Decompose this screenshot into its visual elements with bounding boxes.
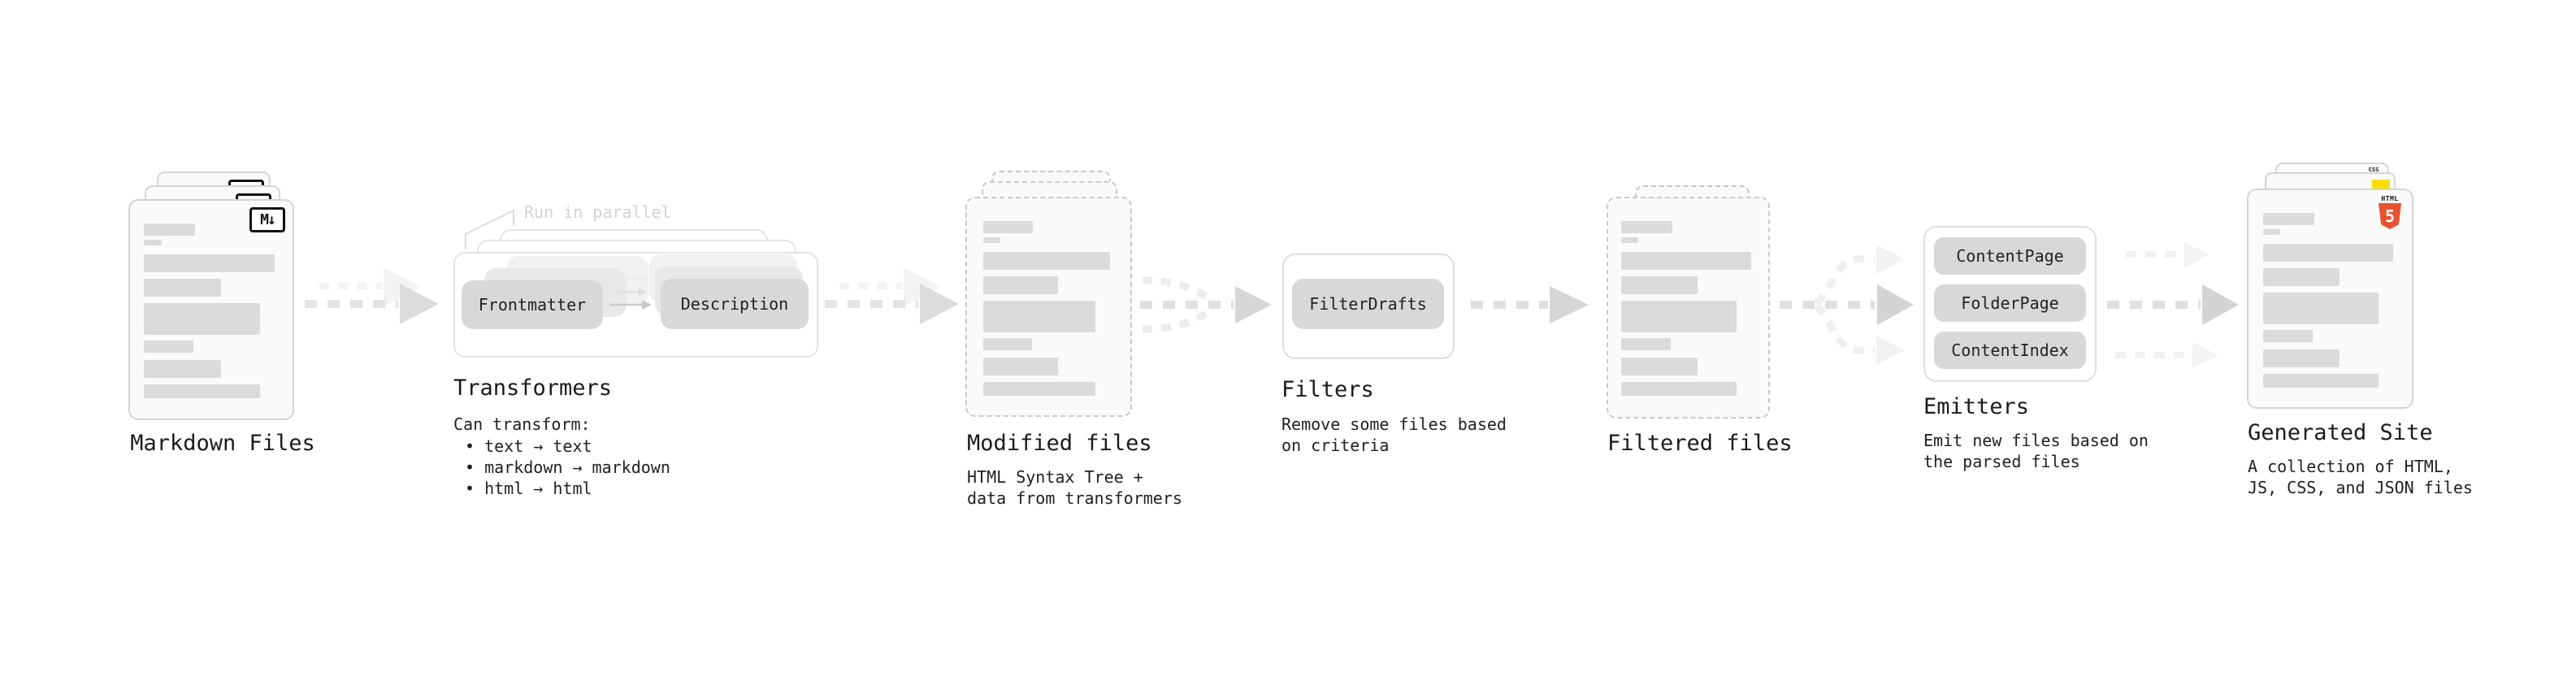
skeleton-bar: [983, 221, 1034, 233]
skeleton-bar: [144, 240, 162, 245]
skeleton-bar: [983, 276, 1058, 294]
description-line: JS, CSS, and JSON files: [2248, 478, 2473, 497]
skeleton-bar: [1621, 382, 1737, 396]
arrow-filters-to-filtered: [1471, 286, 1589, 323]
description-node: Description: [661, 279, 809, 329]
arrows-emitters-to-generated: [2107, 242, 2239, 368]
skeleton-bar: [1621, 237, 1639, 243]
skeleton-bar: [1621, 358, 1698, 375]
skeleton-bar: [144, 223, 196, 236]
skeleton-bar: [2263, 293, 2379, 324]
filters-description: Remove some files based on criteria: [1281, 414, 1507, 456]
skeleton-bar: [2263, 244, 2394, 262]
contentpage-node: ContentPage: [1934, 237, 2086, 275]
run-in-parallel-annotation: Run in parallel: [524, 202, 671, 222]
skeleton-bar: [144, 384, 260, 398]
description-line: Remove some files based: [1281, 414, 1507, 434]
stage-label-transformers: Transformers: [453, 375, 613, 401]
stage-label-filters: Filters: [1281, 377, 1374, 402]
stage-label-modified-files: Modified files: [967, 431, 1152, 456]
skeleton-bar: [144, 340, 194, 353]
stage-label-markdown-files: Markdown Files: [130, 431, 315, 456]
html5-icon-number: 5: [2384, 206, 2396, 226]
markdown-file-card-front: M↓: [128, 199, 294, 420]
filtered-file-card-front: [1607, 197, 1770, 419]
description-line: HTML Syntax Tree +: [967, 467, 1143, 487]
skeleton-bar: [2263, 229, 2281, 235]
arrow-transformers-to-modified: [825, 267, 959, 324]
stage-label-emitters: Emitters: [1923, 394, 2030, 419]
bullet-line: • html → html: [465, 479, 592, 498]
parallel-transform-arrows: [609, 275, 652, 310]
skeleton-bar: [144, 254, 275, 272]
description-line: Emit new files based on: [1923, 431, 2149, 450]
description-line: data from transformers: [967, 488, 1182, 508]
skeleton-bar: [2263, 374, 2379, 388]
transformers-desc-title: Can transform:: [453, 414, 591, 434]
bullet-line: • markdown → markdown: [465, 458, 670, 477]
arrow-modified-to-filters: [1140, 276, 1272, 333]
stage-label-filtered-files: Filtered files: [1607, 431, 1793, 456]
modified-files-description: HTML Syntax Tree + data from transformer…: [967, 466, 1182, 509]
folderpage-node: FolderPage: [1934, 284, 2086, 322]
skeleton-bar: [2263, 330, 2314, 342]
skeleton-bar: [983, 237, 1000, 243]
transformers-bullets: • text → text • markdown → markdown • ht…: [465, 436, 670, 499]
html5-icon-shield: 5: [2379, 203, 2401, 229]
skeleton-bar: [2263, 349, 2340, 367]
skeleton-bar: [1621, 301, 1737, 332]
document-skeleton: [967, 198, 1130, 396]
bullet-line: • text → text: [465, 436, 592, 456]
skeleton-bar: [983, 301, 1096, 332]
description-line: A collection of HTML,: [2248, 457, 2453, 476]
document-skeleton: [1608, 198, 1768, 396]
html5-icon: HTML 5: [2378, 195, 2402, 229]
contentindex-node: ContentIndex: [1934, 332, 2086, 369]
annotation-leader-line: [465, 209, 514, 249]
arrow-filtered-to-emitters: [1780, 245, 1914, 365]
description-line: on criteria: [1281, 436, 1390, 455]
skeleton-bar: [1621, 221, 1672, 233]
modified-file-card-front: [965, 197, 1132, 417]
skeleton-bar: [983, 338, 1032, 350]
skeleton-bar: [1621, 276, 1698, 294]
description-line: the parsed files: [1923, 452, 2080, 471]
stage-label-generated-site: Generated Site: [2248, 420, 2433, 445]
generated-file-card-html: HTML 5: [2247, 189, 2413, 409]
frontmatter-node: Frontmatter: [462, 280, 603, 329]
js-icon: [2372, 180, 2390, 189]
emitters-description: Emit new files based on the parsed files: [1923, 430, 2149, 472]
skeleton-bar: [2263, 268, 2340, 286]
skeleton-bar: [983, 252, 1111, 270]
document-skeleton: [2249, 190, 2412, 388]
document-skeleton: [130, 201, 293, 398]
html5-icon-word: HTML: [2381, 195, 2399, 202]
markdown-icon: M↓: [249, 207, 285, 232]
skeleton-bar: [983, 358, 1058, 375]
arrow-markdown-to-transformers: [305, 267, 439, 324]
skeleton-bar: [144, 279, 221, 297]
skeleton-bar: [1621, 252, 1752, 270]
skeleton-bar: [983, 382, 1096, 396]
skeleton-bar: [144, 360, 221, 378]
filterdrafts-node: FilterDrafts: [1292, 279, 1444, 329]
skeleton-bar: [2263, 213, 2314, 225]
skeleton-bar: [1621, 338, 1672, 350]
skeleton-bar: [144, 303, 260, 335]
generated-site-description: A collection of HTML, JS, CSS, and JSON …: [2248, 456, 2473, 498]
